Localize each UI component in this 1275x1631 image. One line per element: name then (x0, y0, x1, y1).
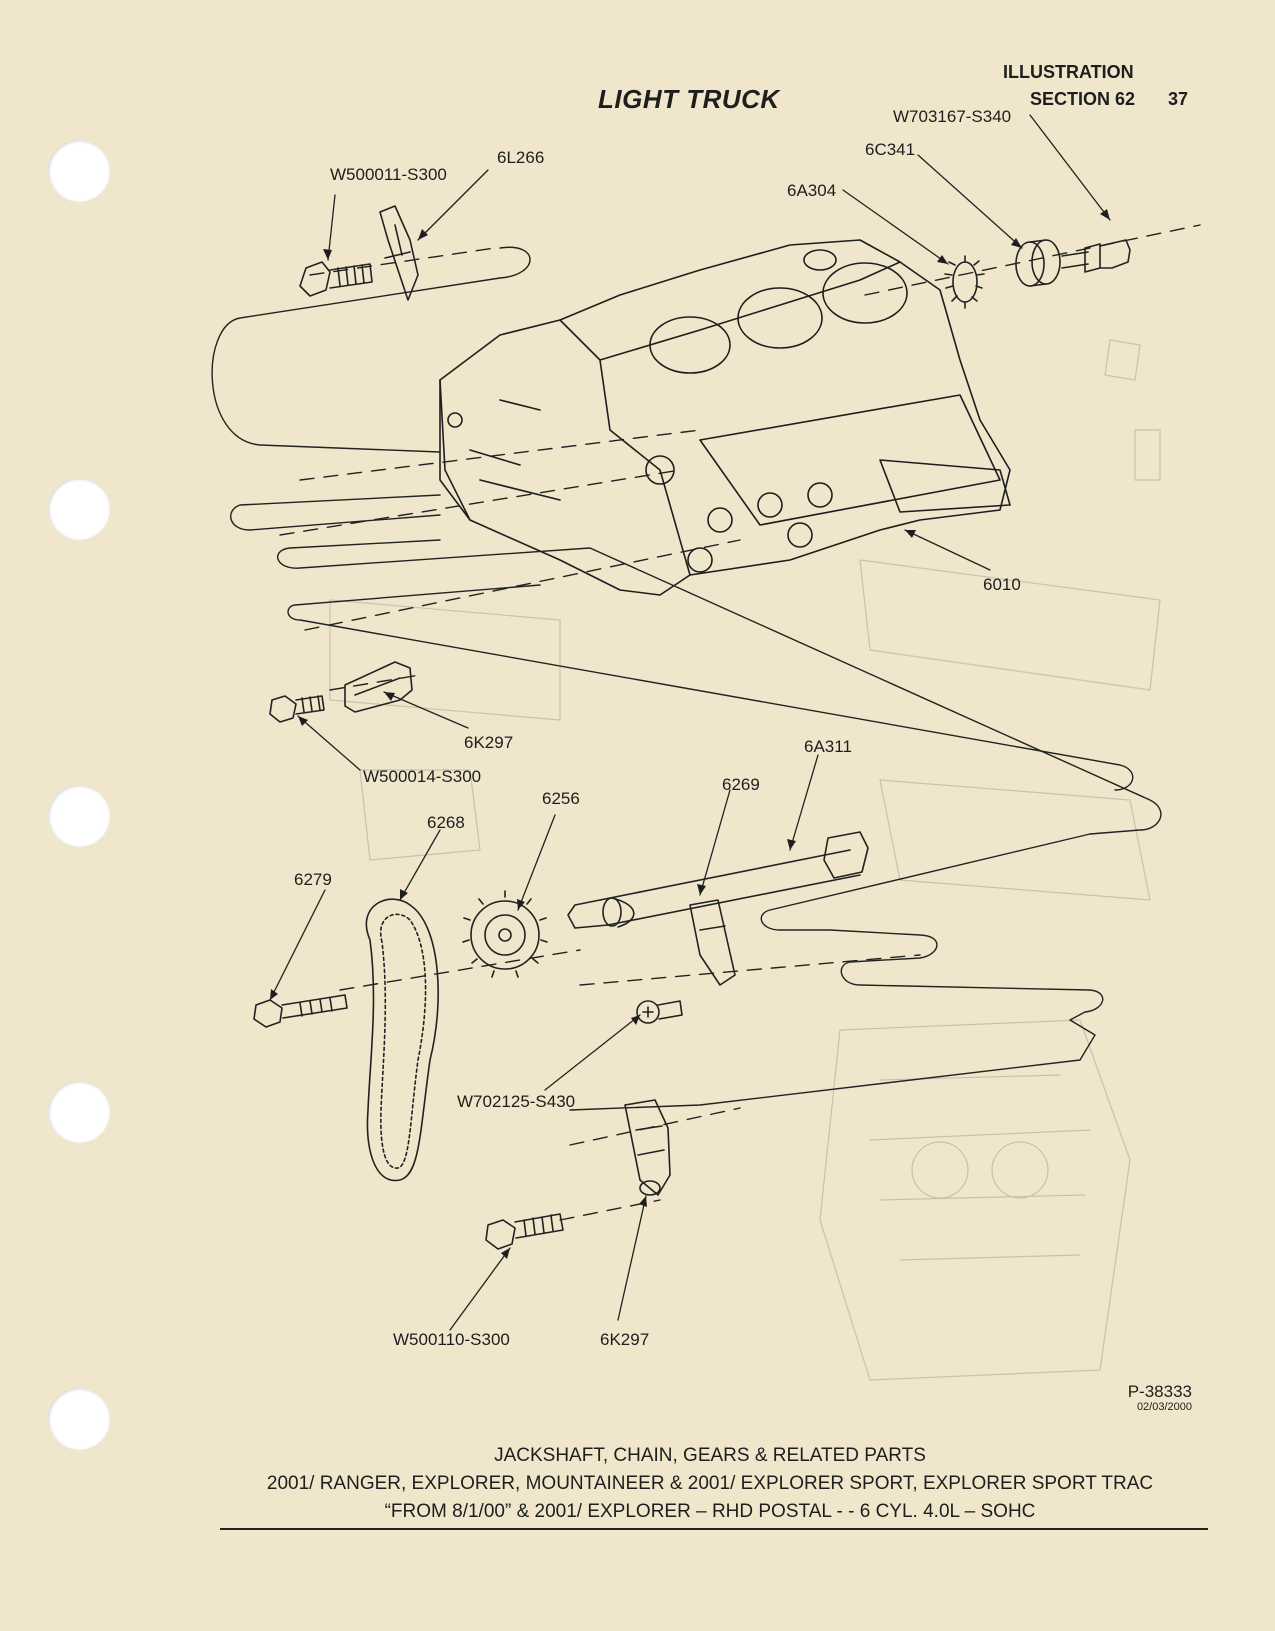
gear-6256 (462, 890, 548, 978)
part-label-6269: 6269 (722, 775, 760, 794)
bolt-w500011 (299, 261, 373, 297)
tensioner-6k297-lower (624, 1099, 671, 1196)
bolt-w500110 (485, 1213, 564, 1250)
part-label-6a304: 6A304 (787, 181, 836, 200)
page-title: LIGHT TRUCK (598, 84, 780, 114)
plate-6269 (689, 899, 736, 986)
guide-6k297-upper (344, 661, 413, 713)
part-label-6268: 6268 (427, 813, 465, 832)
assembly-leader-lines (211, 246, 1162, 1111)
bolt-w500014 (269, 695, 325, 723)
guide-6l266 (379, 205, 419, 301)
screw-w702125 (636, 1000, 683, 1024)
jackshaft-6a311 (567, 831, 869, 929)
callout-arrowheads (270, 209, 1110, 1259)
binder-hole (48, 1388, 110, 1450)
part-label-w703167-s340: W703167-S340 (893, 107, 1011, 126)
page-number: 37 (1168, 89, 1189, 109)
part-label-6k297-upper: 6K297 (464, 733, 513, 752)
timing-chain-6268 (365, 898, 439, 1182)
part-label-6c341: 6C341 (865, 140, 915, 159)
part-label-w500110-s300: W500110-S300 (393, 1330, 510, 1349)
part-label-w500014-s300: W500014-S300 (363, 767, 481, 786)
part-label-6256: 6256 (542, 789, 580, 808)
binder-hole (48, 785, 110, 847)
figure-reference: P-38333 (1127, 1382, 1192, 1401)
bolt-w703167 (1061, 239, 1131, 273)
sprocket-6a304 (944, 255, 985, 309)
seal-6c341 (1015, 239, 1061, 287)
part-label-6k297-lower: 6K297 (600, 1330, 649, 1349)
binder-hole (48, 140, 110, 202)
section-label: SECTION 62 (1030, 89, 1136, 109)
part-label-w702125-s430: W702125-S430 (457, 1092, 575, 1111)
alignment-lines (279, 224, 1201, 1221)
part-label-6a311: 6A311 (804, 737, 852, 756)
figure-date: 02/03/2000 (1136, 1401, 1192, 1413)
part-label-6279: 6279 (294, 870, 332, 889)
bolt-6279 (253, 994, 348, 1028)
part-label-6010: 6010 (983, 575, 1021, 594)
caption-line-3: “FROM 8/1/00” & 2001/ EXPLORER – RHD POS… (384, 1501, 1036, 1522)
background-engine-bleedthrough (329, 339, 1161, 1381)
binder-hole (48, 478, 110, 540)
part-label-w500011-s300: W500011-S300 (330, 165, 447, 184)
binder-hole (48, 1081, 110, 1143)
engine-block (439, 239, 1011, 596)
part-label-6l266: 6L266 (497, 148, 544, 167)
illustration-label: ILLUSTRATION (1003, 62, 1134, 82)
caption-line-1: JACKSHAFT, CHAIN, GEARS & RELATED PARTS (494, 1445, 926, 1466)
callout-leaders (269, 114, 1111, 1331)
caption-rule (220, 1528, 1208, 1530)
caption-line-2: 2001/ RANGER, EXPLORER, MOUNTAINEER & 20… (266, 1473, 1154, 1494)
